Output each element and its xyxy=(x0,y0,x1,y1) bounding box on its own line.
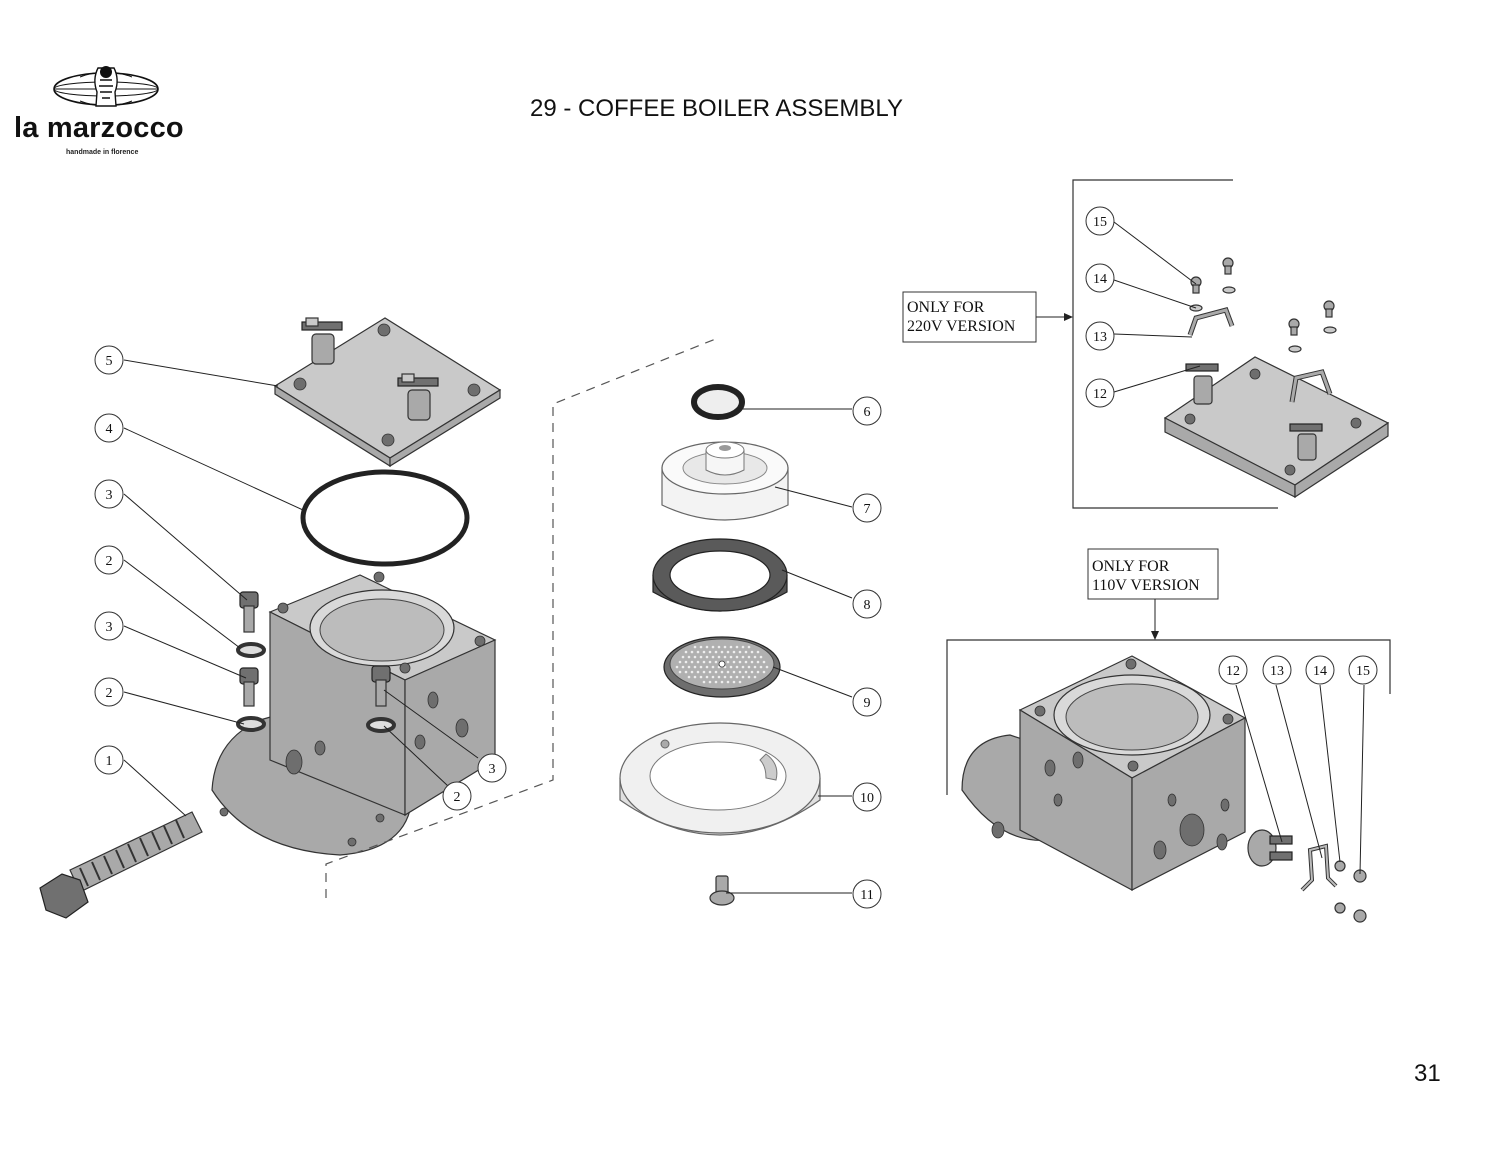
svg-text:12: 12 xyxy=(1093,387,1107,402)
callout-9: 9 xyxy=(852,687,882,717)
svg-text:3: 3 xyxy=(489,762,496,777)
note-box-220v xyxy=(902,291,1037,343)
callout-13: 13 xyxy=(1085,321,1115,351)
boiler-body-left xyxy=(211,571,497,856)
svg-text:3: 3 xyxy=(106,620,113,635)
svg-text:6: 6 xyxy=(864,405,871,420)
page-title: 29 - COFFEE BOILER ASSEMBLY xyxy=(530,95,904,122)
callout-15: 15 xyxy=(1085,206,1115,236)
svg-text:10: 10 xyxy=(860,791,874,806)
callout-2: 2 xyxy=(94,545,124,575)
part-10-mounting-ring xyxy=(619,722,821,836)
thermostat-icon xyxy=(1247,829,1293,867)
svg-text:2: 2 xyxy=(454,790,461,805)
callout-13: 13 xyxy=(1262,655,1292,685)
part-3-bolt xyxy=(371,665,391,707)
callout-2: 2 xyxy=(94,677,124,707)
part-6-o-ring xyxy=(691,384,745,420)
callout-4: 4 xyxy=(94,413,124,443)
callout-8: 8 xyxy=(852,589,882,619)
svg-text:15: 15 xyxy=(1356,664,1370,679)
svg-text:14: 14 xyxy=(1313,664,1327,679)
globe-lion-emblem-icon xyxy=(53,66,159,107)
part-8-group-gasket xyxy=(652,538,788,612)
bracket-icon xyxy=(1300,843,1338,892)
svg-text:3: 3 xyxy=(106,488,113,503)
plate-220v xyxy=(1163,356,1390,499)
boiler-body-110v xyxy=(961,655,1247,892)
callout-12: 12 xyxy=(1085,378,1115,408)
part-7-dispersion-block xyxy=(661,441,789,521)
callout-12: 12 xyxy=(1218,655,1248,685)
thermostat-icon xyxy=(1185,363,1219,405)
svg-text:14: 14 xyxy=(1093,272,1107,287)
part-11-screw xyxy=(709,875,735,906)
thermostat-icon xyxy=(301,317,343,365)
detail-frame-110v xyxy=(946,639,1391,795)
thermostat-icon xyxy=(397,373,439,421)
part-4-o-ring-gasket xyxy=(300,469,470,567)
note-box-110v xyxy=(1087,548,1219,600)
washer-icon xyxy=(1189,286,1337,353)
svg-text:1: 1 xyxy=(106,754,113,769)
callout-10: 10 xyxy=(852,782,882,812)
bracket-icon xyxy=(1289,369,1333,403)
brand-tagline: handmade in florence xyxy=(66,149,139,156)
note-220v-line2: 220V VERSION xyxy=(907,318,1016,335)
dashed-assembly-connector xyxy=(325,337,719,898)
svg-text:11: 11 xyxy=(860,888,873,903)
svg-text:15: 15 xyxy=(1093,215,1107,230)
svg-text:8: 8 xyxy=(864,598,871,613)
svg-text:13: 13 xyxy=(1270,664,1284,679)
brand-name: la marzocco xyxy=(14,112,184,144)
callout-1: 1 xyxy=(94,745,124,775)
svg-text:12: 12 xyxy=(1226,664,1240,679)
callout-7: 7 xyxy=(852,493,882,523)
svg-text:2: 2 xyxy=(106,686,113,701)
note-110v-line2: 110V VERSION xyxy=(1092,577,1200,594)
part-3-bolt xyxy=(239,667,259,707)
bracket-icon xyxy=(1187,307,1235,336)
part-2-washer xyxy=(366,717,396,733)
screw-icon xyxy=(1334,860,1367,923)
part-1-threaded-fitting xyxy=(39,811,203,919)
svg-text:9: 9 xyxy=(864,696,871,711)
svg-text:13: 13 xyxy=(1093,330,1107,345)
svg-text:5: 5 xyxy=(106,354,113,369)
callout-3: 3 xyxy=(94,479,124,509)
leader-lines xyxy=(123,221,1365,894)
callout-15: 15 xyxy=(1348,655,1378,685)
callout-6: 6 xyxy=(852,396,882,426)
callout-3: 3 xyxy=(94,611,124,641)
svg-text:2: 2 xyxy=(106,554,113,569)
callout-3: 3 xyxy=(477,753,507,783)
callout-2: 2 xyxy=(442,781,472,811)
callout-5: 5 xyxy=(94,345,124,375)
part-3-bolt xyxy=(239,591,259,633)
part-5-boiler-cover-plate xyxy=(273,317,502,468)
svg-text:7: 7 xyxy=(864,502,871,517)
detail-frame-220v xyxy=(1072,179,1278,509)
callout-14: 14 xyxy=(1085,263,1115,293)
part-2-washer xyxy=(236,642,266,658)
note-110v-line1: ONLY FOR xyxy=(1092,558,1170,575)
shower-screen-holes xyxy=(675,645,769,684)
part-2-washer xyxy=(236,716,266,732)
svg-text:4: 4 xyxy=(106,422,113,437)
callout-11: 11 xyxy=(852,879,882,909)
callout-14: 14 xyxy=(1305,655,1335,685)
part-9-shower-screen xyxy=(663,636,781,698)
la-marzocco-logo xyxy=(53,66,159,107)
thermostat-icon xyxy=(1289,423,1323,461)
screw-icon xyxy=(1190,257,1335,336)
page-number: 31 xyxy=(1414,1060,1441,1087)
note-220v-line1: ONLY FOR xyxy=(907,299,985,316)
